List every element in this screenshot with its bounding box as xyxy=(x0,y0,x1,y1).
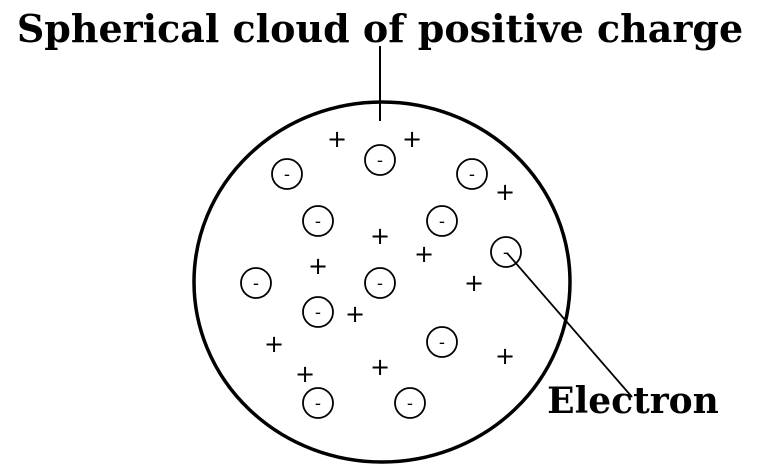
electron-circle xyxy=(426,326,458,358)
electron: - xyxy=(364,267,396,299)
negative-sign: - xyxy=(315,303,321,323)
electron-leader-line xyxy=(506,252,633,398)
negative-sign: - xyxy=(253,274,259,294)
electron: - xyxy=(271,158,303,190)
positive-charge: + xyxy=(370,222,390,250)
electron-circle xyxy=(240,267,272,299)
electron-label: Electron xyxy=(547,380,719,422)
negative-sign: - xyxy=(377,274,383,294)
electrons: - - - - - - - - - - - - xyxy=(240,144,522,419)
electron-circle xyxy=(364,144,396,176)
positive-charge: + xyxy=(402,125,422,153)
electron: - xyxy=(426,205,458,237)
electron-circle xyxy=(302,296,334,328)
positive-charge: + xyxy=(295,360,315,388)
electron-circle xyxy=(456,158,488,190)
electron: - xyxy=(490,236,522,268)
positive-charges: ++++++++++++ xyxy=(264,125,515,388)
positive-charge: + xyxy=(264,330,284,358)
electron-circle xyxy=(426,205,458,237)
electron: - xyxy=(302,296,334,328)
electron-circle xyxy=(364,267,396,299)
positive-charge-sphere xyxy=(192,100,572,464)
negative-sign: - xyxy=(377,151,383,171)
electron-circle xyxy=(271,158,303,190)
negative-sign: - xyxy=(439,333,445,353)
electron-circle xyxy=(394,387,426,419)
electron: - xyxy=(302,205,334,237)
positive-charge: + xyxy=(495,342,515,370)
positive-charge: + xyxy=(370,353,390,381)
electron: - xyxy=(364,144,396,176)
positive-charge: + xyxy=(414,240,434,268)
positive-charge: + xyxy=(308,252,328,280)
negative-sign: - xyxy=(284,165,290,185)
electron-circle xyxy=(302,387,334,419)
electron: - xyxy=(456,158,488,190)
positive-charge: + xyxy=(345,300,365,328)
electron: - xyxy=(426,326,458,358)
electron-circle xyxy=(302,205,334,237)
negative-sign: - xyxy=(407,394,413,414)
negative-sign: - xyxy=(315,394,321,414)
positive-charge: + xyxy=(327,125,347,153)
negative-sign: - xyxy=(315,212,321,232)
negative-sign: - xyxy=(439,212,445,232)
title-label: Spherical cloud of positive charge xyxy=(17,6,743,51)
positive-charge: + xyxy=(464,269,484,297)
negative-sign: - xyxy=(469,165,475,185)
electron: - xyxy=(394,387,426,419)
electron: - xyxy=(302,387,334,419)
negative-sign: - xyxy=(503,243,509,263)
positive-charge: + xyxy=(495,178,515,206)
electron: - xyxy=(240,267,272,299)
electron-circle xyxy=(490,236,522,268)
